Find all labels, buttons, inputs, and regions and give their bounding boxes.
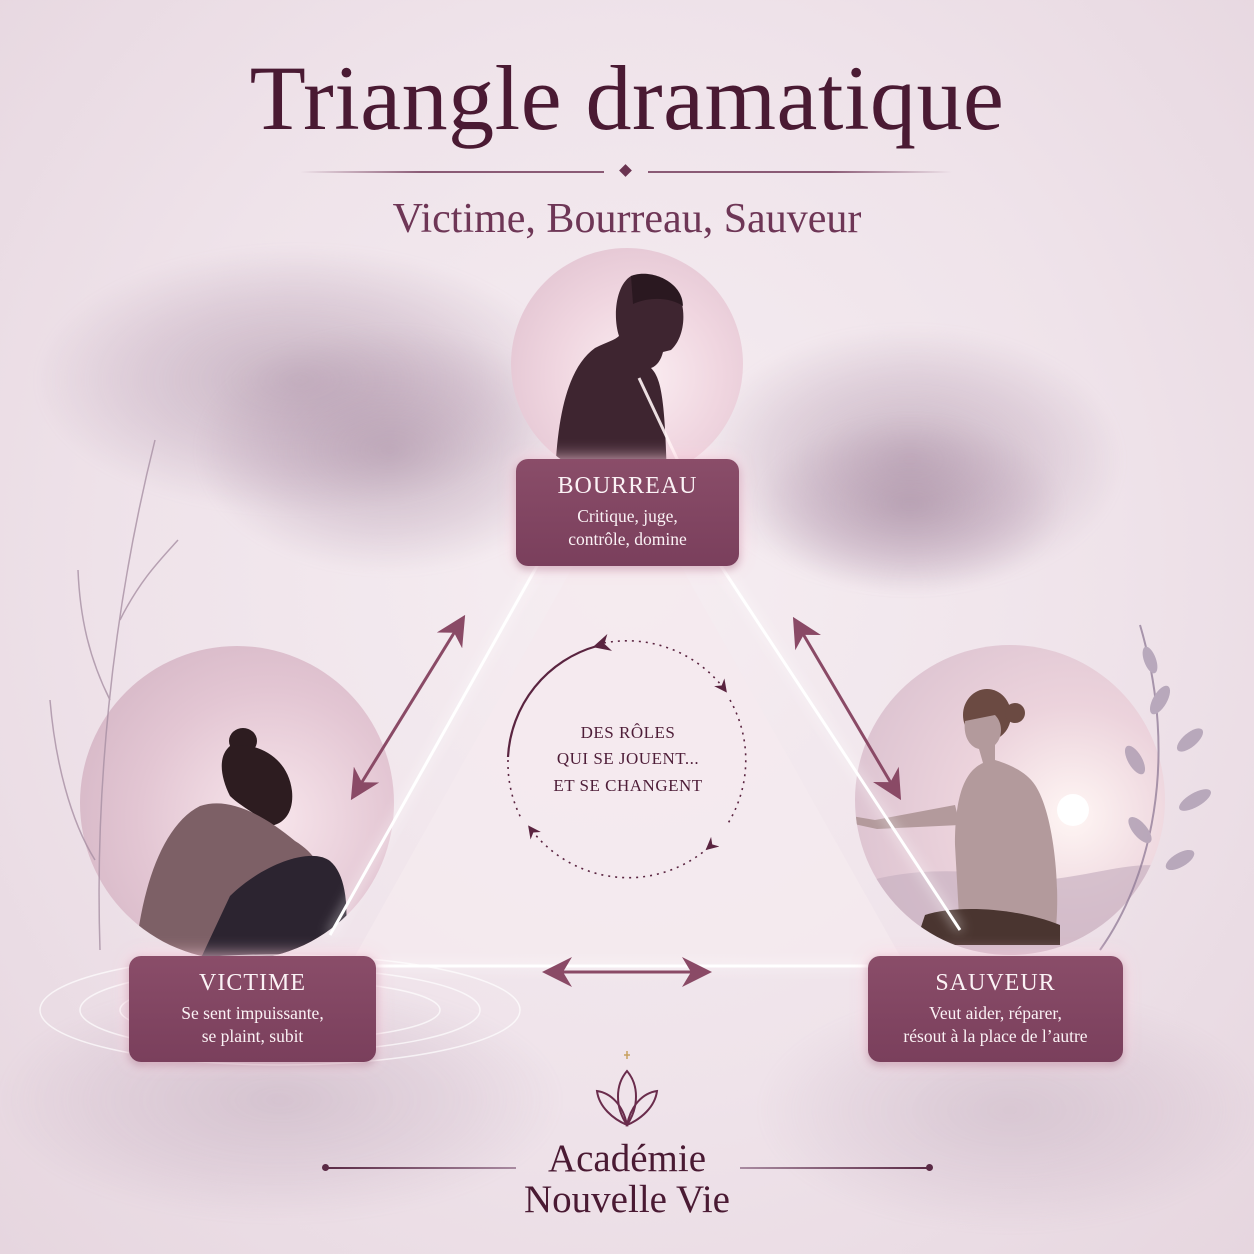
- role-label: SAUVEUR: [935, 970, 1056, 996]
- footer-dot-right: [926, 1164, 933, 1171]
- lotus-icon: [595, 1051, 659, 1127]
- victime-portrait: [80, 646, 394, 960]
- bourreau-portrait: [511, 248, 743, 480]
- footer-divider-left: [326, 1167, 516, 1169]
- footer-dot-left: [322, 1164, 329, 1171]
- branch-decoration-icon: [49, 439, 179, 951]
- cycle-caption: DES RÔLES QUI SE JOUENT... ET SE CHANGEN…: [553, 723, 703, 795]
- brand-name-line1: Académie: [547, 1137, 707, 1180]
- cycle-arrows-icon: [506, 633, 747, 879]
- brand-name-line2: Nouvelle Vie: [524, 1178, 730, 1221]
- role-card-victime: VICTIME Se sent impuissante, se plaint, …: [129, 956, 376, 1062]
- role-description: Se sent impuissante, se plaint, subit: [181, 1003, 324, 1047]
- role-card-bourreau: BOURREAU Critique, juge, contrôle, domin…: [516, 459, 739, 566]
- leaf-branch-icon: [1099, 624, 1211, 951]
- role-description: Critique, juge, contrôle, domine: [568, 506, 687, 550]
- role-label: BOURREAU: [557, 473, 698, 499]
- title-divider-right: [648, 171, 952, 173]
- man-silhouette-icon: [555, 273, 689, 480]
- role-label: VICTIME: [199, 970, 306, 996]
- sauveur-portrait: [855, 645, 1165, 955]
- background-cloud: [760, 420, 1060, 590]
- role-card-sauveur: SAUVEUR Veut aider, réparer, résout à la…: [868, 956, 1123, 1062]
- page-title: Triangle dramatique: [249, 47, 1005, 149]
- background-cloud: [40, 250, 560, 510]
- footer-divider-right: [740, 1167, 930, 1169]
- page-subtitle: Victime, Bourreau, Sauveur: [392, 196, 862, 242]
- title-divider-left: [300, 171, 604, 173]
- background-cloud: [700, 330, 1120, 590]
- role-description: Veut aider, réparer, résout à la place d…: [903, 1003, 1088, 1047]
- arrow-bourreau-sauveur: [792, 616, 902, 801]
- arrow-victime-bourreau: [350, 614, 466, 801]
- woman-sitting-silhouette-icon: [135, 728, 347, 960]
